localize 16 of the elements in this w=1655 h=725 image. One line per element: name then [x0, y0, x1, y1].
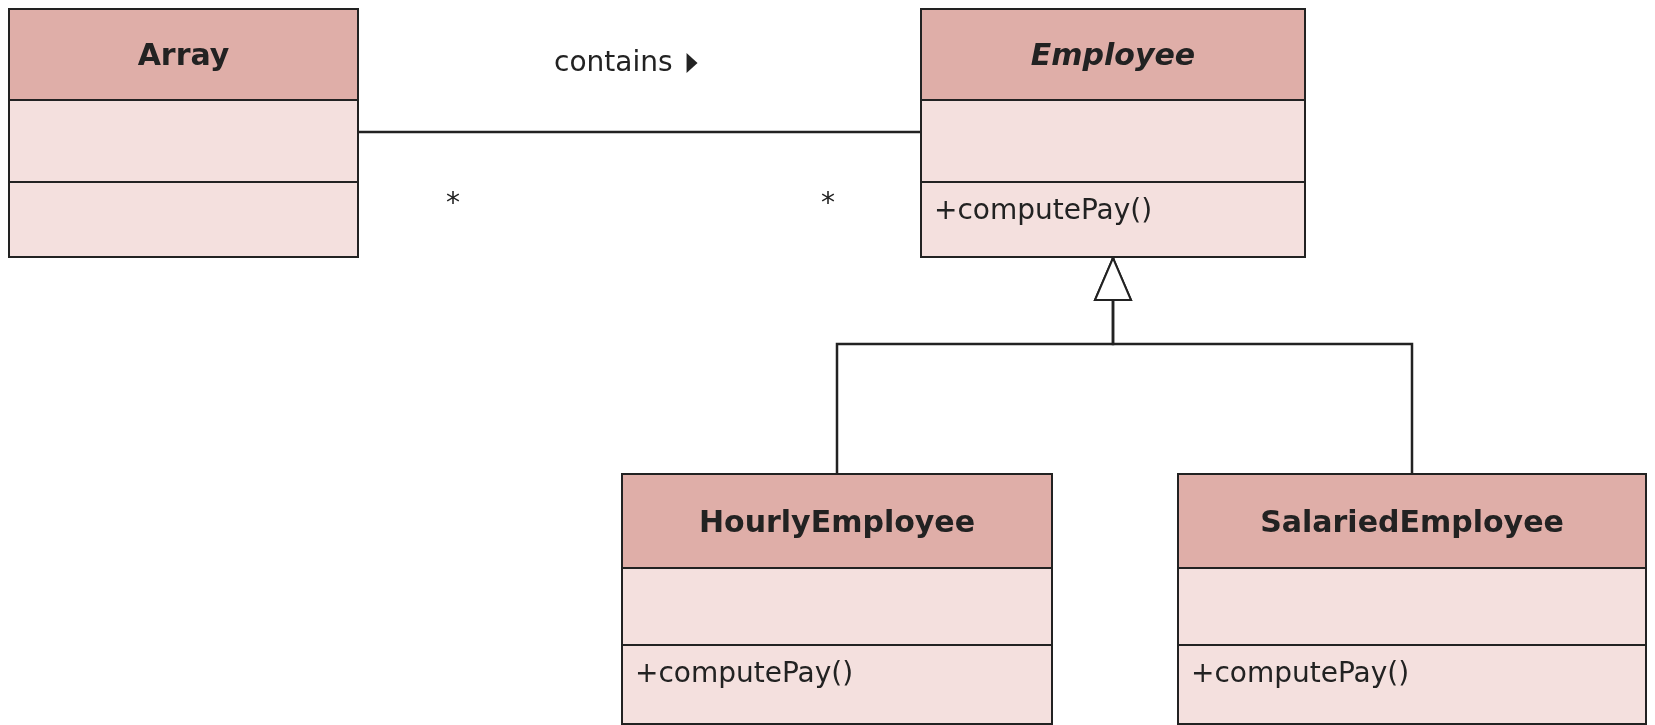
class-name: Employee: [1030, 37, 1196, 72]
class-name: HourlyEmployee: [698, 503, 976, 539]
method-text: +computePay(): [1191, 656, 1410, 689]
association-line: [359, 130, 920, 134]
multiplicity-label: *: [446, 186, 460, 219]
generalization-arrow: [1094, 257, 1414, 473]
class-box: [1177, 473, 1647, 725]
class-name: SalariedEmployee: [1260, 503, 1564, 539]
method-text: +computePay(): [934, 193, 1153, 226]
class-name: Array: [137, 37, 230, 72]
class-box: [621, 473, 1053, 725]
edge-label: contains: [554, 45, 673, 78]
class-box: [920, 8, 1306, 258]
multiplicity-label: *: [821, 186, 835, 219]
class-box: [8, 8, 359, 258]
method-text: +computePay(): [635, 656, 854, 689]
